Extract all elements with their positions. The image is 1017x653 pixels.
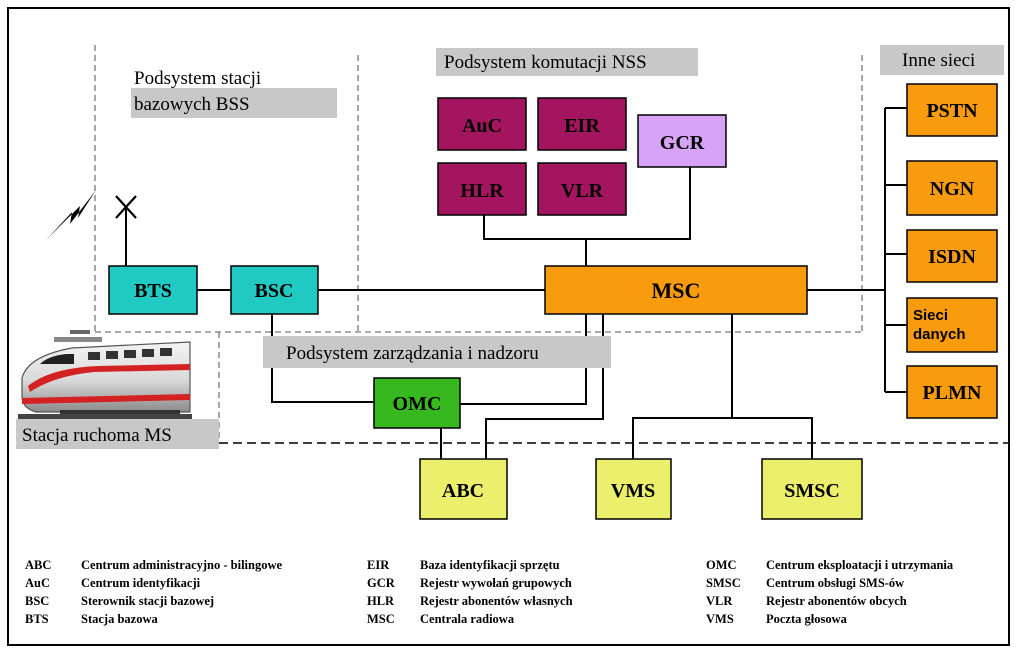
pstn-label: PSTN (926, 100, 978, 122)
gcr-label: GCR (660, 132, 705, 154)
hlr-node (437, 162, 527, 216)
oss-label-bg (263, 336, 611, 368)
radio-link-icon (46, 190, 96, 240)
legend-desc: Baza identyfikacji sprzętu (420, 558, 560, 572)
legend-desc: Rejestr wywołań grupowych (420, 576, 572, 590)
legend-desc: Centrum eksploatacji i utrzymania (766, 558, 954, 572)
msc-node (544, 265, 808, 315)
eir-node (537, 97, 627, 151)
legend: ABC Centrum administracyjno - bilingowe … (25, 558, 954, 626)
hlr-label: HLR (460, 180, 504, 202)
nss-label-bg (436, 48, 698, 76)
ngn-label: NGN (930, 178, 975, 200)
data-networks-label-line2: danych (913, 326, 966, 343)
legend-abbr: MSC (367, 612, 395, 626)
bsc-label: BSC (255, 280, 294, 302)
auc-label: AuC (462, 115, 502, 137)
nss-label: Podsystem komutacji NSS (444, 52, 647, 73)
bss-label-line2: bazowych BSS (134, 94, 250, 115)
abc-node (419, 458, 508, 520)
legend-abbr: ABC (25, 558, 51, 572)
smsc-label: SMSC (784, 480, 840, 502)
auc-node (437, 97, 527, 151)
legend-desc: Rejestr abonentów własnych (420, 594, 573, 608)
legend-desc: Stacja bazowa (81, 612, 158, 626)
outer-frame (7, 7, 1010, 646)
plmn-label: PLMN (923, 382, 982, 404)
ms-label-bg (16, 419, 219, 449)
vlr-label: VLR (561, 180, 604, 202)
legend-desc: Centrum obsługi SMS-ów (766, 576, 904, 590)
vms-node (595, 458, 672, 520)
legend-abbr: SMSC (706, 576, 741, 590)
bts-node (108, 265, 198, 315)
legend-abbr: VMS (706, 612, 734, 626)
vms-label: VMS (611, 480, 655, 502)
msc-label: MSC (652, 278, 701, 303)
legend-abbr: EIR (367, 558, 390, 572)
bss-label-bg (131, 88, 337, 118)
ms-label: Stacja ruchoma MS (22, 425, 172, 446)
legend-abbr: AuC (25, 576, 50, 590)
bts-label: BTS (134, 280, 172, 302)
isdn-label: ISDN (928, 246, 976, 268)
legend-desc: Sterownik stacji bazowej (81, 594, 214, 608)
oss-label: Podsystem zarządzania i nadzoru (286, 343, 539, 364)
omc-label: OMC (393, 393, 442, 415)
legend-desc: Centrum administracyjno - bilingowe (81, 558, 282, 572)
legend-desc: Rejestr abonentów obcych (766, 594, 907, 608)
data-networks-label-line1: Sieci (913, 307, 948, 324)
isdn-node (906, 229, 998, 283)
legend-desc: Poczta głosowa (766, 612, 848, 626)
bsc-node (230, 265, 319, 315)
legend-abbr: OMC (706, 558, 737, 572)
plmn-node (906, 365, 998, 419)
abc-label: ABC (442, 480, 484, 502)
legend-abbr: GCR (367, 576, 396, 590)
legend-abbr: HLR (367, 594, 395, 608)
legend-abbr: VLR (706, 594, 733, 608)
gcr-node (637, 114, 727, 168)
legend-desc: Centrum identyfikacji (81, 576, 201, 590)
legend-abbr: BSC (25, 594, 49, 608)
data-networks-node (906, 297, 998, 353)
omc-node (373, 377, 461, 429)
legend-desc: Centrala radiowa (420, 612, 515, 626)
train-icon (18, 330, 192, 419)
legend-abbr: BTS (25, 612, 49, 626)
pstn-node (906, 83, 998, 137)
vlr-node (537, 162, 627, 216)
other-networks-label: Inne sieci (902, 50, 975, 71)
smsc-node (761, 458, 863, 520)
ngn-node (906, 160, 998, 216)
eir-label: EIR (564, 115, 600, 137)
bss-label-line1: Podsystem stacji (134, 68, 261, 89)
other-networks-label-bg (880, 45, 1004, 75)
antenna-icon (115, 195, 137, 219)
